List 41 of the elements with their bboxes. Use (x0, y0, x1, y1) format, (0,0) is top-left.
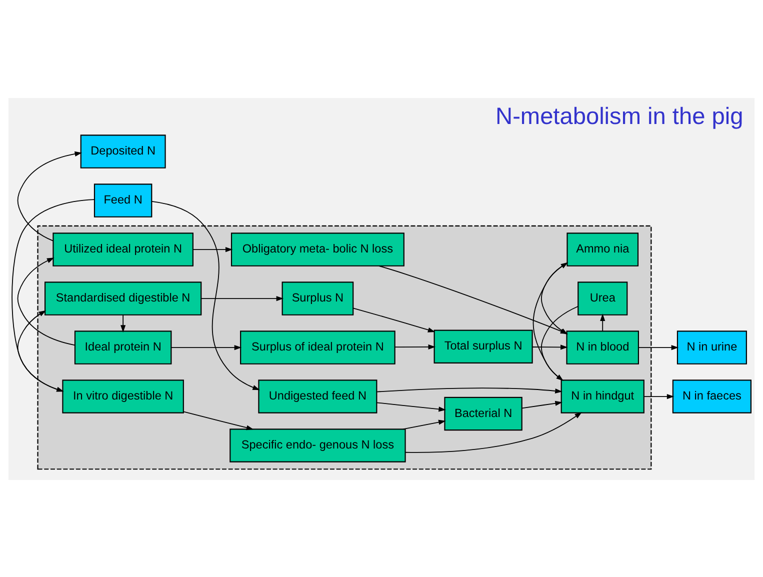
arrow (200, 295, 284, 301)
node-box: N in faeces (672, 379, 752, 413)
arrow (120, 314, 126, 332)
node-box: Ideal protein N (74, 330, 172, 364)
arrow (376, 387, 562, 394)
node-box: Ammo nia (566, 232, 639, 266)
arrow (378, 264, 568, 334)
arrow (17, 257, 76, 346)
node-box: In vitro digestible N (62, 379, 184, 413)
node-box: Surplus N (282, 281, 354, 315)
arrow (638, 344, 679, 350)
arrow (540, 305, 579, 380)
arrow (170, 344, 242, 350)
node-box: Utilized ideal protein N (52, 232, 194, 266)
node-box: Deposited N (80, 134, 166, 168)
arrow (17, 150, 82, 241)
arrow (152, 200, 260, 390)
node-box: Bacterial N (444, 396, 522, 430)
diagram-title: N-metabolism in the pig (496, 102, 744, 129)
node-box: Standardised digestible N (44, 281, 202, 315)
node-box: Total surplus N (434, 329, 533, 363)
arrow (405, 412, 582, 452)
node-box: Specific endo- genous N loss (230, 428, 406, 462)
node-box: N in blood (566, 330, 639, 364)
node-box: N in hindgut (560, 379, 644, 413)
node-box: Obligatory meta- bolic N loss (230, 232, 404, 266)
arrow (352, 307, 436, 332)
node-box: Urea (578, 281, 628, 315)
arrow (600, 313, 606, 332)
arrow (532, 344, 568, 350)
arrow (402, 419, 446, 430)
arrow (376, 402, 446, 412)
arrow (192, 246, 233, 252)
node-box: Feed N (94, 183, 152, 217)
arrow (522, 400, 562, 408)
node-box: Surplus of ideal protein N (240, 330, 396, 364)
node-box: Undigested feed N (258, 379, 378, 413)
arrow (394, 344, 436, 349)
node-box: N in urine (676, 330, 747, 364)
arrow (183, 410, 254, 430)
arrow (644, 393, 674, 399)
